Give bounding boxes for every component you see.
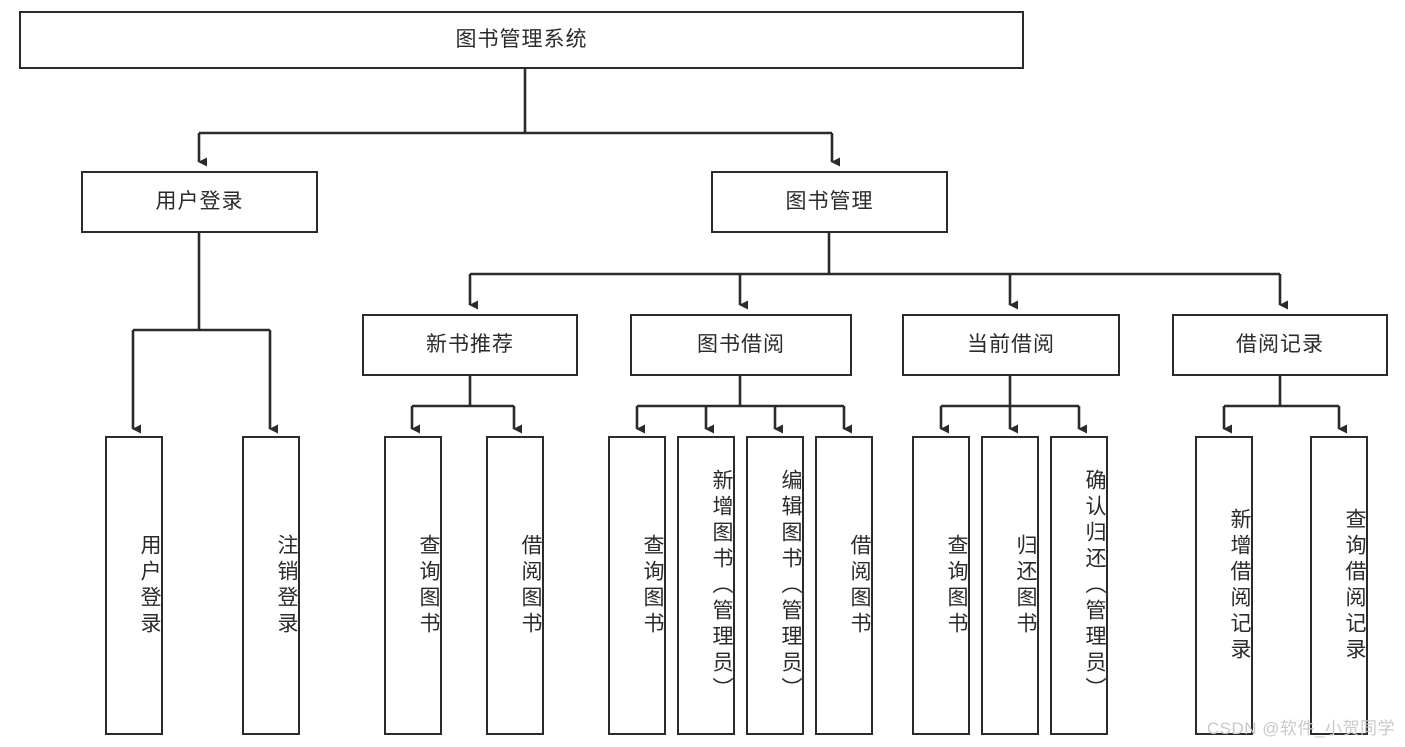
node-current-borrow[interactable]: 当前借阅 xyxy=(902,314,1120,376)
leaf-query-book-1[interactable]: 查询图书 xyxy=(384,436,442,735)
leaf-return-book-label: 归还图书 xyxy=(1014,533,1037,638)
leaf-borrow-book-1-label: 借阅图书 xyxy=(519,533,542,638)
node-root-label: 图书管理系统 xyxy=(455,28,588,52)
leaf-logout[interactable]: 注销登录 xyxy=(242,436,300,735)
node-current-borrow-label: 当前借阅 xyxy=(967,333,1055,357)
leaf-borrow-book-1[interactable]: 借阅图书 xyxy=(486,436,544,735)
leaf-add-record[interactable]: 新增借阅记录 xyxy=(1195,436,1253,735)
leaf-query-book-3-label: 查询图书 xyxy=(945,533,968,638)
leaf-user-login[interactable]: 用户登录 xyxy=(105,436,163,735)
leaf-return-book[interactable]: 归还图书 xyxy=(981,436,1039,735)
node-book-manage-label: 图书管理 xyxy=(785,190,874,214)
node-new-book-recommend-label: 新书推荐 xyxy=(426,333,514,357)
leaf-query-book-2[interactable]: 查询图书 xyxy=(608,436,666,735)
node-borrow-record-label: 借阅记录 xyxy=(1236,333,1324,357)
node-new-book-recommend[interactable]: 新书推荐 xyxy=(362,314,578,376)
leaf-query-record-label: 查询借阅记录 xyxy=(1343,507,1366,664)
leaf-user-login-label: 用户登录 xyxy=(138,533,161,638)
leaf-add-record-label: 新增借阅记录 xyxy=(1228,507,1251,664)
leaf-query-book-1-label: 查询图书 xyxy=(417,533,440,638)
node-book-borrow[interactable]: 图书借阅 xyxy=(630,314,852,376)
csdn-watermark: CSDN @软件_小贺同学 xyxy=(1206,719,1395,738)
node-borrow-record[interactable]: 借阅记录 xyxy=(1172,314,1388,376)
leaf-query-book-2-label: 查询图书 xyxy=(641,533,664,638)
leaf-edit-book[interactable]: 编辑图书（管理员） xyxy=(746,436,804,735)
leaf-query-record[interactable]: 查询借阅记录 xyxy=(1310,436,1368,735)
leaf-add-book-label: 新增图书（管理员） xyxy=(710,468,733,703)
leaf-confirm-return[interactable]: 确认归还（管理员） xyxy=(1050,436,1108,735)
leaf-borrow-book-2-label: 借阅图书 xyxy=(848,533,871,638)
node-book-manage[interactable]: 图书管理 xyxy=(711,171,948,233)
leaf-borrow-book-2[interactable]: 借阅图书 xyxy=(815,436,873,735)
leaf-add-book[interactable]: 新增图书（管理员） xyxy=(677,436,735,735)
leaf-logout-label: 注销登录 xyxy=(275,533,298,638)
leaf-query-book-3[interactable]: 查询图书 xyxy=(912,436,970,735)
leaf-confirm-return-label: 确认归还（管理员） xyxy=(1083,468,1106,703)
leaf-edit-book-label: 编辑图书（管理员） xyxy=(779,468,802,703)
node-user-login[interactable]: 用户登录 xyxy=(81,171,318,233)
node-book-borrow-label: 图书借阅 xyxy=(697,333,785,357)
node-user-login-label: 用户登录 xyxy=(155,190,244,214)
node-root[interactable]: 图书管理系统 xyxy=(19,11,1024,69)
